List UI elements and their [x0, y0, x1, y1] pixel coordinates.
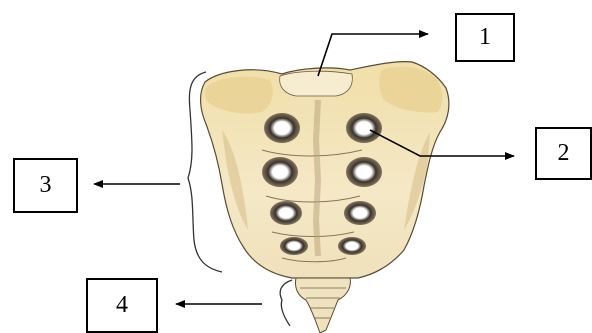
label-2: 2	[558, 140, 570, 167]
median-sacral-crest	[316, 100, 318, 256]
label-box-1: 1	[455, 13, 515, 62]
label-box-3: 3	[13, 158, 78, 213]
label-4: 4	[116, 292, 128, 319]
foramen-left-4	[280, 237, 308, 255]
label-box-4: 4	[86, 278, 158, 333]
foramen-right-1	[346, 113, 382, 143]
label-box-2: 2	[535, 127, 592, 180]
foramen-right-2	[346, 157, 382, 187]
foramen-right-3	[344, 201, 376, 225]
coccyx-bracket	[280, 280, 292, 326]
coccyx	[295, 278, 350, 333]
foramen-left-3	[270, 201, 302, 225]
foramen-left-2	[262, 157, 298, 187]
label-3: 3	[40, 172, 52, 199]
sacral-base	[280, 71, 353, 96]
foramen-right-4	[338, 237, 366, 255]
foramen-left-1	[264, 113, 300, 143]
label-1: 1	[479, 24, 491, 51]
